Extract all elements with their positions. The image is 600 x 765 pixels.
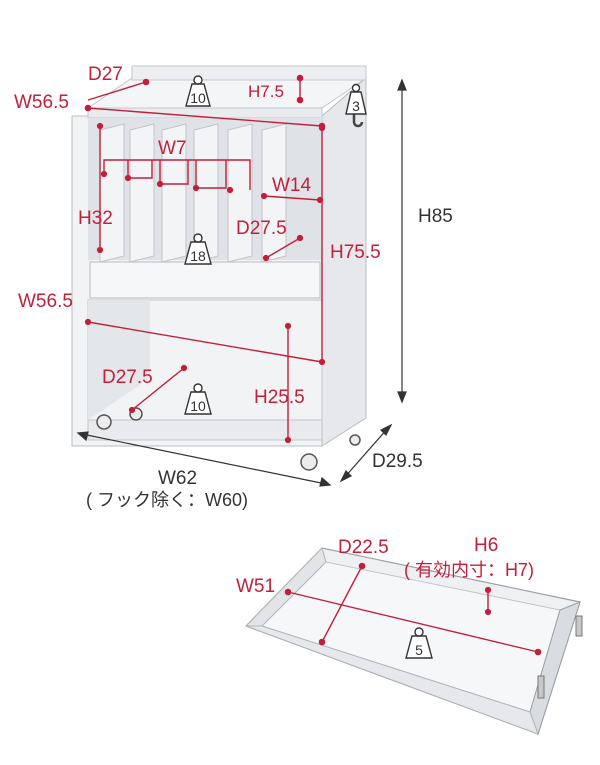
- top-rail-height-label: H7.5: [248, 82, 284, 101]
- cabinet-dimension-lines: [84, 74, 326, 444]
- drawer-runner-icon: [575, 615, 583, 637]
- caster-icon: [300, 453, 318, 471]
- cabinet-back-rail: [131, 65, 367, 81]
- weight-icon-top: 10: [185, 75, 211, 107]
- top-width-label: W56.5: [14, 92, 69, 113]
- hook-icon: [352, 108, 364, 128]
- hook-load-label: 3: [352, 98, 360, 114]
- lower-width-label: W56.5: [18, 291, 73, 312]
- total-height-label: H85: [418, 206, 453, 227]
- caster-icon: [349, 434, 361, 446]
- width-note-label: ( フック除く：W60): [86, 490, 248, 510]
- lower-base: [87, 419, 323, 441]
- weight-icon-drawer: 5: [405, 627, 433, 659]
- weight-icon-hook: 3: [345, 83, 367, 115]
- weight-icon-lower: 10: [184, 383, 212, 415]
- shelf-load-label: 18: [190, 248, 206, 264]
- cabinet-top-surface: [86, 77, 368, 109]
- drawer-dimension-lines: [284, 562, 542, 656]
- weight-icon-shelf: 18: [184, 233, 212, 265]
- lower-load-label: 10: [190, 398, 206, 414]
- top-load-label: 10: [190, 90, 206, 106]
- total-width-label: W62: [158, 468, 197, 489]
- top-depth-label: D27: [88, 64, 123, 85]
- overall-labels: H85 W62 ( フック除く：W60) D29.5: [86, 206, 453, 510]
- shelf-height-label: H32: [78, 208, 113, 229]
- drawer-runner-icon: [537, 675, 545, 699]
- total-depth-label: D29.5: [372, 451, 423, 472]
- drawer-bottom-edge: [245, 625, 539, 735]
- drawer-load-label: 5: [415, 642, 423, 658]
- drawer-floor: [261, 561, 561, 713]
- lower-depth-label: D27.5: [102, 367, 153, 388]
- divider-pitch-label: W7: [158, 138, 187, 159]
- drawer-width-label: W51: [236, 576, 275, 597]
- drawer-height-note-label: ( 有効内寸：H7): [404, 560, 534, 580]
- cabinet-labels: D27 W56.5 H7.5 W7 W14 H32 D27.5 H75.5 W5…: [14, 64, 381, 408]
- drawer-depth-label: D22.5: [338, 537, 389, 558]
- caster-icon: [96, 414, 112, 430]
- inner-height-label: H75.5: [330, 242, 381, 263]
- overall-dimension-lines: [76, 78, 407, 487]
- wide-slot-width-label: W14: [272, 175, 312, 196]
- cabinet-drawer-front: [89, 261, 321, 299]
- drawer-labels: W51 D22.5 H6 ( 有効内寸：H7): [236, 535, 534, 597]
- lower-height-label: H25.5: [254, 387, 305, 408]
- drawer-height-label: H6: [474, 535, 498, 556]
- shelf-depth-label: D27.5: [236, 218, 287, 239]
- dividers: [99, 123, 287, 263]
